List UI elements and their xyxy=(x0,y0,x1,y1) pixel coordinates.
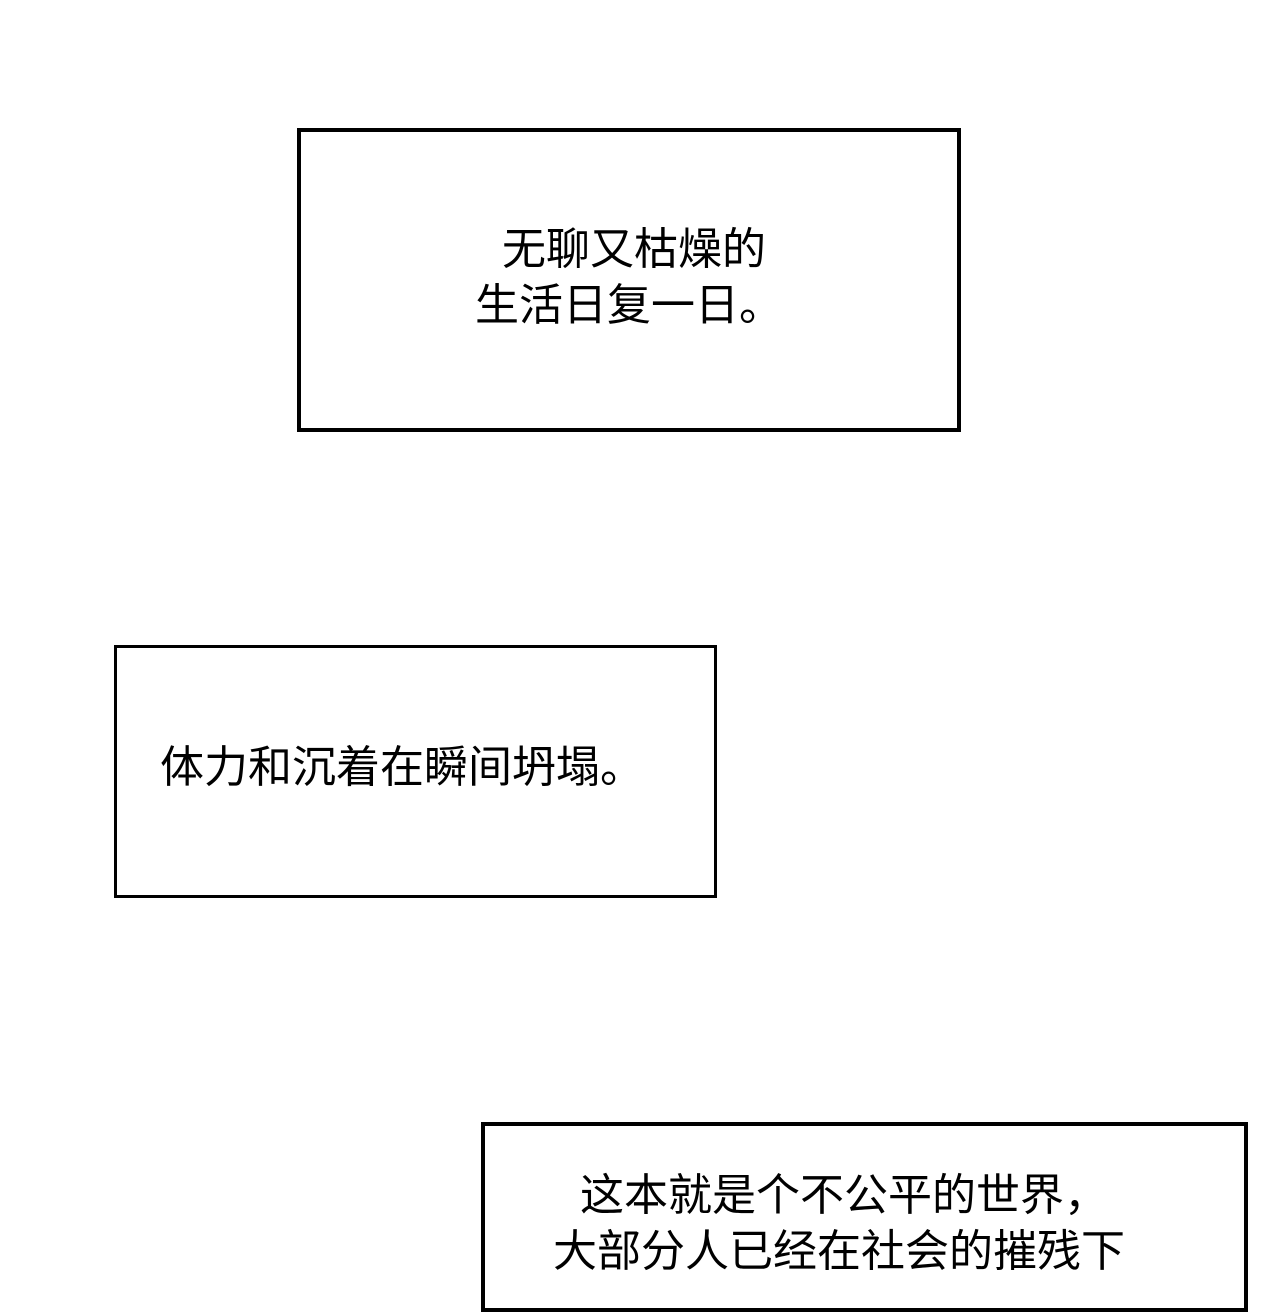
caption-line: 无聊又枯燥的 xyxy=(502,224,766,275)
caption-box-3: 这本就是个不公平的世界， 大部分人已经在社会的摧残下 xyxy=(481,1122,1248,1312)
caption-box-2: 体力和沉着在瞬间坍塌。 xyxy=(114,645,717,898)
caption-box-1: 无聊又枯燥的 生活日复一日。 xyxy=(297,128,961,432)
caption-line: 大部分人已经在社会的摧残下 xyxy=(553,1226,1125,1277)
caption-line: 这本就是个不公平的世界， xyxy=(580,1170,1108,1221)
caption-line: 生活日复一日。 xyxy=(475,280,783,331)
caption-line: 体力和沉着在瞬间坍塌。 xyxy=(160,742,644,793)
